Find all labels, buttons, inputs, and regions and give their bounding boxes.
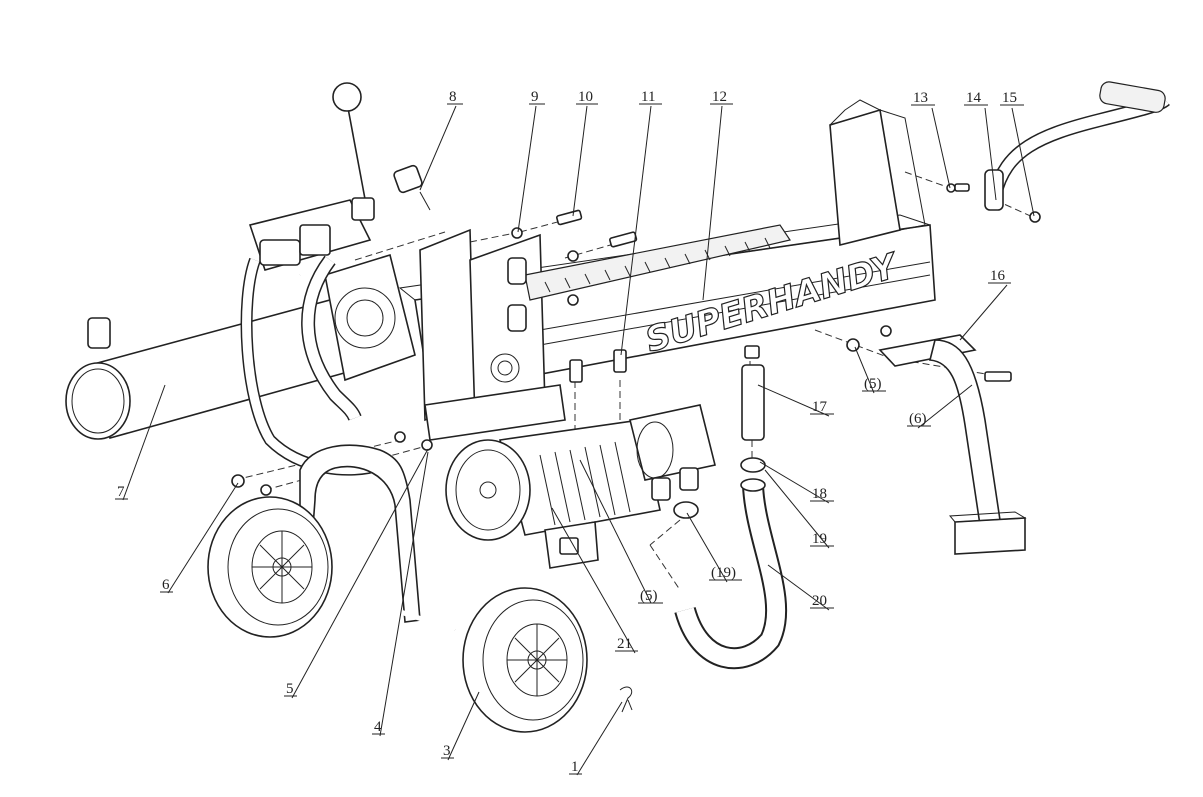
part-label-18: 18 [810, 486, 834, 502]
part-label-5-ref-motor: (5) [638, 588, 663, 604]
electric-motor [445, 404, 716, 569]
part-label-3: 3 [441, 743, 454, 759]
svg-text:12: 12 [712, 89, 727, 105]
svg-text:19: 19 [812, 531, 827, 547]
leader-lines [122, 105, 1035, 776]
wheel-left [207, 496, 333, 638]
svg-text:20: 20 [812, 593, 827, 609]
part-label-16: 16 [988, 268, 1011, 284]
part-label-10: 10 [576, 89, 598, 105]
svg-text:3: 3 [443, 743, 451, 759]
svg-text:13: 13 [913, 90, 928, 106]
svg-text:15: 15 [1002, 90, 1017, 106]
rear-leg [878, 334, 1027, 555]
part-label-9: 9 [529, 89, 545, 105]
part-label-21: 21 [615, 636, 638, 652]
svg-text:8: 8 [449, 89, 457, 105]
hydraulic-hoses [87, 255, 382, 476]
part-label-7: 7 [115, 484, 128, 500]
svg-text:18: 18 [812, 486, 827, 502]
part-label-15: 15 [1000, 90, 1024, 106]
part-label-19: 19 [810, 531, 834, 547]
part-label-11: 11 [639, 89, 662, 105]
part-label-5: 5 [284, 681, 297, 697]
motor-fins [539, 441, 631, 526]
svg-text:6: 6 [162, 577, 170, 593]
svg-text:14: 14 [966, 90, 982, 106]
svg-text:9: 9 [531, 89, 539, 105]
svg-text:7: 7 [117, 484, 125, 500]
dipstick [393, 164, 431, 211]
main-beam: SUPERHANDY [398, 99, 936, 441]
svg-text:(19): (19) [711, 565, 736, 581]
hydraulic-cylinder [65, 253, 416, 440]
svg-text:17: 17 [812, 399, 828, 415]
part-label-6: 6 [160, 577, 173, 593]
part-label-19-ref: (19) [709, 565, 742, 581]
part-label-12: 12 [710, 89, 733, 105]
control-valve [248, 82, 375, 271]
part-label-1: 1 [569, 759, 582, 775]
svg-text:4: 4 [374, 719, 382, 735]
svg-text:(5): (5) [864, 376, 882, 392]
r-clip [619, 686, 633, 713]
svg-text:(6): (6) [909, 411, 927, 427]
part-label-13: 13 [911, 90, 935, 106]
svg-text:(5): (5) [640, 588, 658, 604]
svg-text:5: 5 [286, 681, 294, 697]
svg-text:1: 1 [571, 759, 579, 775]
rail-perforations [544, 237, 771, 293]
svg-text:10: 10 [578, 89, 593, 105]
part-label-20: 20 [810, 593, 834, 609]
wheel-right [462, 587, 588, 733]
svg-text:11: 11 [641, 89, 655, 105]
rear-handle [984, 81, 1170, 211]
part-label-5-ref-leg: (5) [862, 376, 886, 392]
part-label-17: 17 [810, 399, 834, 415]
part-label-6-ref-leg: (6) [907, 411, 931, 427]
part-label-4: 4 [372, 719, 385, 735]
part-label-14: 14 [964, 90, 988, 106]
part-label-8: 8 [447, 89, 463, 105]
part-labels: 8 9 10 11 12 13 14 15 16 17 18 19 20 21 … [115, 89, 1024, 775]
svg-text:16: 16 [990, 268, 1006, 284]
svg-text:21: 21 [617, 636, 632, 652]
return-hose-parts [673, 364, 788, 670]
